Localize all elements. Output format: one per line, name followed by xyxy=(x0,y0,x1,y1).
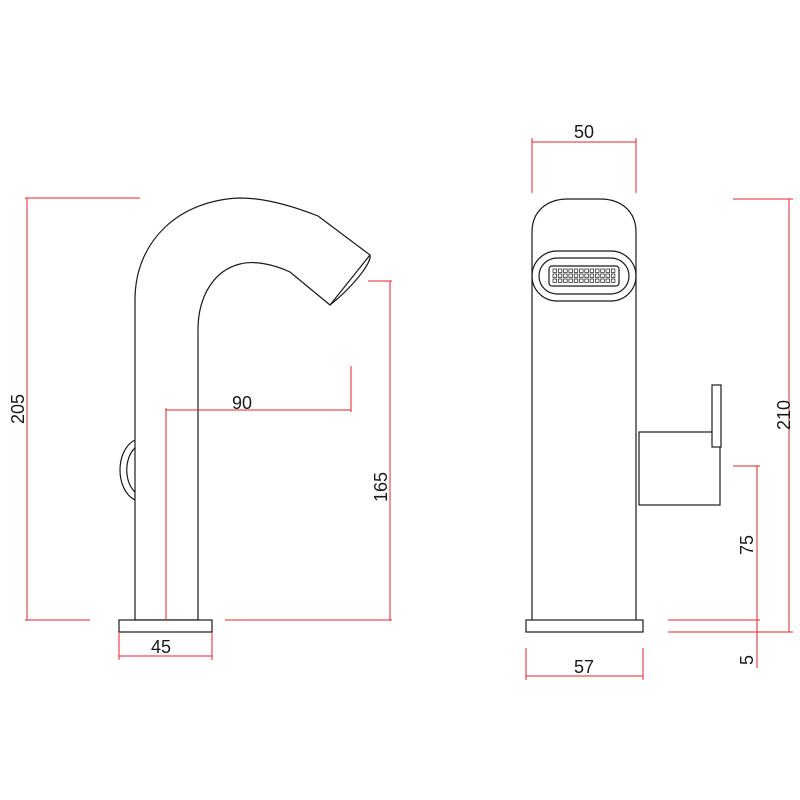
dim-label-50: 50 xyxy=(574,122,594,142)
aerator-mesh-cell xyxy=(568,268,573,273)
aerator-mesh-cell xyxy=(557,278,563,283)
dim-label-57: 57 xyxy=(574,657,594,677)
aerator-mesh-cell xyxy=(563,268,568,273)
aerator-mesh-cell xyxy=(595,278,600,283)
aerator-mesh-cell xyxy=(589,268,595,273)
dim-label-75: 75 xyxy=(737,535,757,555)
aerator-mesh-cell xyxy=(610,273,616,278)
side-view-handle-knob xyxy=(119,439,136,501)
aerator-mesh-cell xyxy=(573,268,579,273)
aerator-mesh-cell xyxy=(610,268,616,273)
aerator-mesh-cell xyxy=(589,273,595,278)
front-view-aerator-outer xyxy=(531,250,637,302)
aerator-mesh-cell xyxy=(595,273,600,278)
aerator-mesh-cell xyxy=(610,278,616,283)
dim-label-45: 45 xyxy=(151,637,171,657)
side-view-dimensions: 205 90 165 45 xyxy=(8,197,392,660)
aerator-mesh-cell xyxy=(605,273,610,278)
front-view-handle-lever xyxy=(711,384,722,448)
front-view xyxy=(525,198,722,633)
aerator-mesh-cell xyxy=(589,278,595,283)
dim-label-205: 205 xyxy=(8,394,28,424)
aerator-mesh-cell xyxy=(557,268,563,273)
aerator-mesh-cell xyxy=(579,278,584,283)
aerator-mesh-cell xyxy=(600,273,605,278)
aerator-mesh-cell xyxy=(600,278,605,283)
front-view-aerator-grid xyxy=(552,268,616,283)
aerator-mesh-cell xyxy=(563,273,568,278)
dim-label-5: 5 xyxy=(737,655,757,665)
aerator-mesh-cell xyxy=(605,268,610,273)
aerator-mesh-cell xyxy=(584,278,589,283)
side-view-base-plate xyxy=(118,619,213,633)
aerator-mesh-cell xyxy=(579,268,584,273)
front-view-base-plate xyxy=(525,619,644,633)
aerator-mesh-cell xyxy=(584,268,589,273)
aerator-mesh-cell xyxy=(595,268,600,273)
dim-label-210: 210 xyxy=(774,400,794,430)
aerator-mesh-cell xyxy=(600,268,605,273)
front-view-aerator-mesh xyxy=(548,265,620,287)
aerator-mesh-cell xyxy=(552,278,557,283)
dim-label-165: 165 xyxy=(371,472,391,502)
front-view-aerator-inner xyxy=(538,257,630,295)
front-view-handle-body xyxy=(638,431,721,506)
front-view-dimensions: 50 210 75 5 57 xyxy=(525,122,794,680)
side-view-handle-knob-inner xyxy=(126,447,136,493)
aerator-mesh-cell xyxy=(568,273,573,278)
aerator-mesh-cell xyxy=(568,278,573,283)
aerator-mesh-cell xyxy=(573,278,579,283)
side-view-spout-tip xyxy=(329,254,371,306)
side-view-body-outline xyxy=(134,197,371,621)
aerator-mesh-cell xyxy=(557,273,563,278)
dim-label-90: 90 xyxy=(232,393,252,413)
aerator-mesh-cell xyxy=(584,273,589,278)
aerator-mesh-cell xyxy=(552,273,557,278)
aerator-mesh-cell xyxy=(563,278,568,283)
aerator-mesh-cell xyxy=(552,268,557,273)
side-view xyxy=(118,197,371,633)
front-view-body-outline xyxy=(531,198,637,621)
aerator-mesh-cell xyxy=(573,273,579,278)
aerator-mesh-cell xyxy=(605,278,610,283)
aerator-mesh-cell xyxy=(579,273,584,278)
